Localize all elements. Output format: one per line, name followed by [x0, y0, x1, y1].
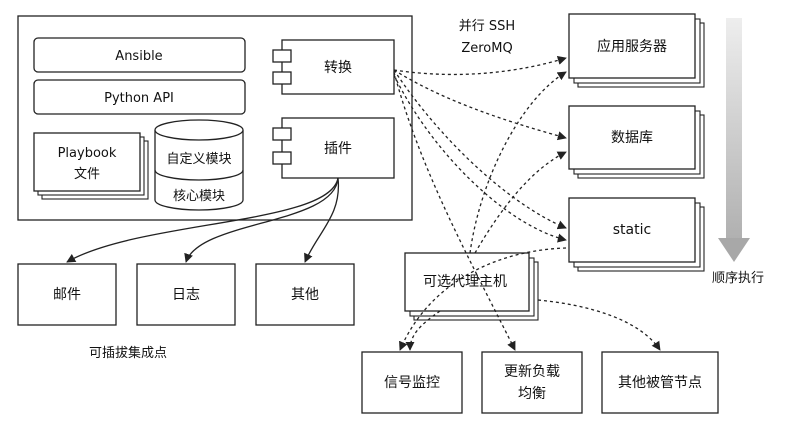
- plugin-output-other-box: [255, 263, 355, 326]
- plugin-arrow-log: [184, 177, 339, 263]
- dash-conn-load-balancer: [393, 71, 516, 351]
- dash-static-monitor: [399, 247, 567, 351]
- plugin-arrow-mail: [66, 177, 339, 263]
- signal-monitor-label: 信号监控: [384, 375, 440, 391]
- playbook-label-line2: 文件: [74, 167, 100, 182]
- load-balancer-label-line2: 均衡: [518, 386, 546, 402]
- database-stack: [568, 105, 705, 179]
- dash-bastion-other: [537, 299, 661, 351]
- connection-component: [272, 39, 395, 95]
- plugins-label: 插件: [324, 141, 352, 157]
- bastion-label: 可选代理主机: [423, 274, 507, 290]
- plugin-output-log-label: 日志: [172, 287, 200, 303]
- core-modules-label: 核心模块: [173, 189, 225, 204]
- plugin-output-log-box: [136, 263, 236, 326]
- database-label: 数据库: [611, 130, 653, 146]
- pluggable-integration-caption: 可插拔集成点: [89, 345, 167, 361]
- dash-bastion-app: [469, 71, 567, 254]
- app-server-label: 应用服务器: [597, 38, 667, 55]
- plugin-output-mail-box: [17, 263, 117, 326]
- python-api-box: [33, 79, 246, 115]
- dash-bastion-db: [474, 151, 567, 254]
- load-balancer-box: [481, 351, 583, 414]
- sequential-label: 顺序执行: [712, 271, 764, 286]
- plugin-arrow-other: [304, 177, 340, 263]
- dash-conn-static-2: [393, 74, 567, 243]
- static-label: static: [613, 222, 651, 238]
- plugin-output-other-label: 其他: [291, 287, 319, 303]
- custom-modules-label: 自定义模块: [166, 152, 231, 167]
- modules-cylinder: [154, 119, 244, 211]
- ansible-label: Ansible: [115, 49, 162, 64]
- other-nodes-box: [601, 351, 719, 414]
- dash-conn-static: [393, 69, 567, 230]
- app-server-stack: [568, 13, 705, 88]
- python-api-label: Python API: [104, 91, 174, 106]
- signal-monitor-box: [361, 351, 463, 414]
- playbook-label-line1: Playbook: [58, 146, 117, 161]
- static-stack: [568, 197, 705, 272]
- other-nodes-label: 其他被管节点: [618, 375, 702, 391]
- transport-label-line1: 并行 SSH: [459, 19, 515, 34]
- load-balancer-label-line1: 更新负载: [504, 364, 560, 380]
- playbook-stack: [33, 132, 149, 200]
- sequential-arrow: [718, 18, 750, 262]
- dash-conn-app: [393, 56, 567, 76]
- connection-label: 转换: [324, 59, 352, 76]
- dash-conn-db: [393, 69, 567, 141]
- transport-label-line2: ZeroMQ: [461, 41, 512, 56]
- bastion-stack: [404, 252, 539, 321]
- plugins-component: [272, 117, 395, 179]
- ansible-box: [33, 37, 246, 73]
- plugin-output-mail-label: 邮件: [53, 287, 81, 303]
